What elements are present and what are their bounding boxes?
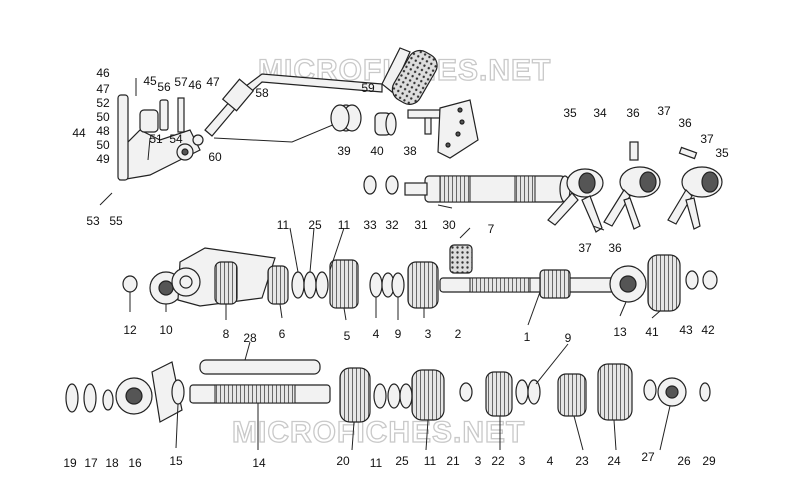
callout-11d: 11 xyxy=(424,454,437,468)
callout-9a: 9 xyxy=(395,327,402,341)
callout-43: 43 xyxy=(679,323,693,337)
leader-lines xyxy=(129,227,671,451)
spacer-bush xyxy=(374,112,397,136)
selector-fork-1 xyxy=(547,168,604,233)
callout-52: 52 xyxy=(96,96,110,110)
callout-14: 14 xyxy=(252,456,266,470)
callout-50a: 50 xyxy=(96,110,110,124)
callout-49: 49 xyxy=(96,152,110,166)
watermark-bottom: MICROFICHES.NET xyxy=(232,416,525,449)
callout-28: 28 xyxy=(243,331,257,345)
callout-37b: 37 xyxy=(700,132,714,146)
callout-36c: 36 xyxy=(608,241,622,255)
callout-11b: 11 xyxy=(338,218,351,232)
callout-21: 21 xyxy=(446,454,460,468)
callout-12: 12 xyxy=(123,323,137,337)
callout-51: 51 xyxy=(149,132,163,146)
callout-37c: 37 xyxy=(578,241,592,255)
linkage-pointer xyxy=(213,123,336,143)
callout-3c: 3 xyxy=(519,454,526,468)
callout-58: 58 xyxy=(255,86,269,100)
callout-18: 18 xyxy=(105,456,119,470)
callout-30: 30 xyxy=(442,218,456,232)
kick-pedal-plate xyxy=(407,99,479,159)
callout-13: 13 xyxy=(613,325,627,339)
callout-27: 27 xyxy=(641,450,655,464)
callout-60: 60 xyxy=(208,150,222,164)
callout-33: 33 xyxy=(363,218,377,232)
callout-4a: 4 xyxy=(373,327,380,341)
callout-22: 22 xyxy=(491,454,505,468)
callout-31: 31 xyxy=(414,218,428,232)
selector-fork-3 xyxy=(667,146,723,230)
callout-3a: 3 xyxy=(425,327,432,341)
callout-53: 53 xyxy=(86,214,100,228)
callout-57: 57 xyxy=(174,75,188,89)
callout-35a: 35 xyxy=(563,106,577,120)
callout-3b: 3 xyxy=(475,454,482,468)
callout-47b: 47 xyxy=(206,75,220,89)
kickstart-rubber-grip xyxy=(391,49,438,105)
callout-35b: 35 xyxy=(715,146,729,160)
callout-4b: 4 xyxy=(547,454,554,468)
callout-37a: 37 xyxy=(657,104,671,118)
callout-34: 34 xyxy=(593,106,607,120)
callout-10: 10 xyxy=(159,323,173,337)
drum-washers xyxy=(363,175,453,209)
callout-16: 16 xyxy=(128,456,142,470)
callout-36a: 36 xyxy=(626,106,640,120)
callout-20: 20 xyxy=(336,454,350,468)
callout-59: 59 xyxy=(361,81,375,95)
callout-54: 54 xyxy=(169,132,183,146)
callout-8: 8 xyxy=(223,327,230,341)
callout-44: 44 xyxy=(72,126,86,140)
callout-numbers: 46 45 56 57 46 47 47 52 50 48 44 50 49 5… xyxy=(63,66,729,470)
callout-2: 2 xyxy=(455,327,462,341)
callout-17: 17 xyxy=(84,456,98,470)
callout-45: 45 xyxy=(143,74,157,88)
selector-drum xyxy=(404,175,571,203)
callout-46b: 46 xyxy=(188,78,202,92)
callout-41: 41 xyxy=(645,325,659,339)
callout-23: 23 xyxy=(575,454,589,468)
callout-7: 7 xyxy=(488,222,495,236)
callout-25b: 25 xyxy=(395,454,409,468)
callout-40: 40 xyxy=(370,144,384,158)
fork-pin xyxy=(592,225,605,231)
linkage-bracket xyxy=(99,78,204,206)
main-shaft-row xyxy=(122,244,718,312)
callout-36b: 36 xyxy=(678,116,692,130)
callout-26: 26 xyxy=(677,454,691,468)
selector-fork-2 xyxy=(603,141,661,230)
callout-15: 15 xyxy=(169,454,183,468)
callout-11a: 11 xyxy=(277,218,290,232)
callout-32: 32 xyxy=(385,218,399,232)
callout-47a: 47 xyxy=(96,82,110,96)
kickstart-lever xyxy=(204,47,411,137)
callout-50b: 50 xyxy=(96,138,110,152)
callout-56: 56 xyxy=(157,80,171,94)
callout-11c: 11 xyxy=(370,456,383,470)
callout-39: 39 xyxy=(337,144,351,158)
callout-38: 38 xyxy=(403,144,417,158)
callout-25a: 25 xyxy=(308,218,322,232)
callout-5: 5 xyxy=(344,329,351,343)
callout-29: 29 xyxy=(702,454,716,468)
callout-42: 42 xyxy=(701,323,715,337)
callout-1: 1 xyxy=(524,330,531,344)
layshaft-row xyxy=(65,359,711,423)
callout-9b: 9 xyxy=(565,331,572,345)
callout-48: 48 xyxy=(96,124,110,138)
callout-24: 24 xyxy=(607,454,621,468)
callout-55: 55 xyxy=(109,214,123,228)
callout-6: 6 xyxy=(279,327,286,341)
callout-19: 19 xyxy=(63,456,77,470)
callout-46a: 46 xyxy=(96,66,110,80)
return-spring xyxy=(330,104,362,132)
